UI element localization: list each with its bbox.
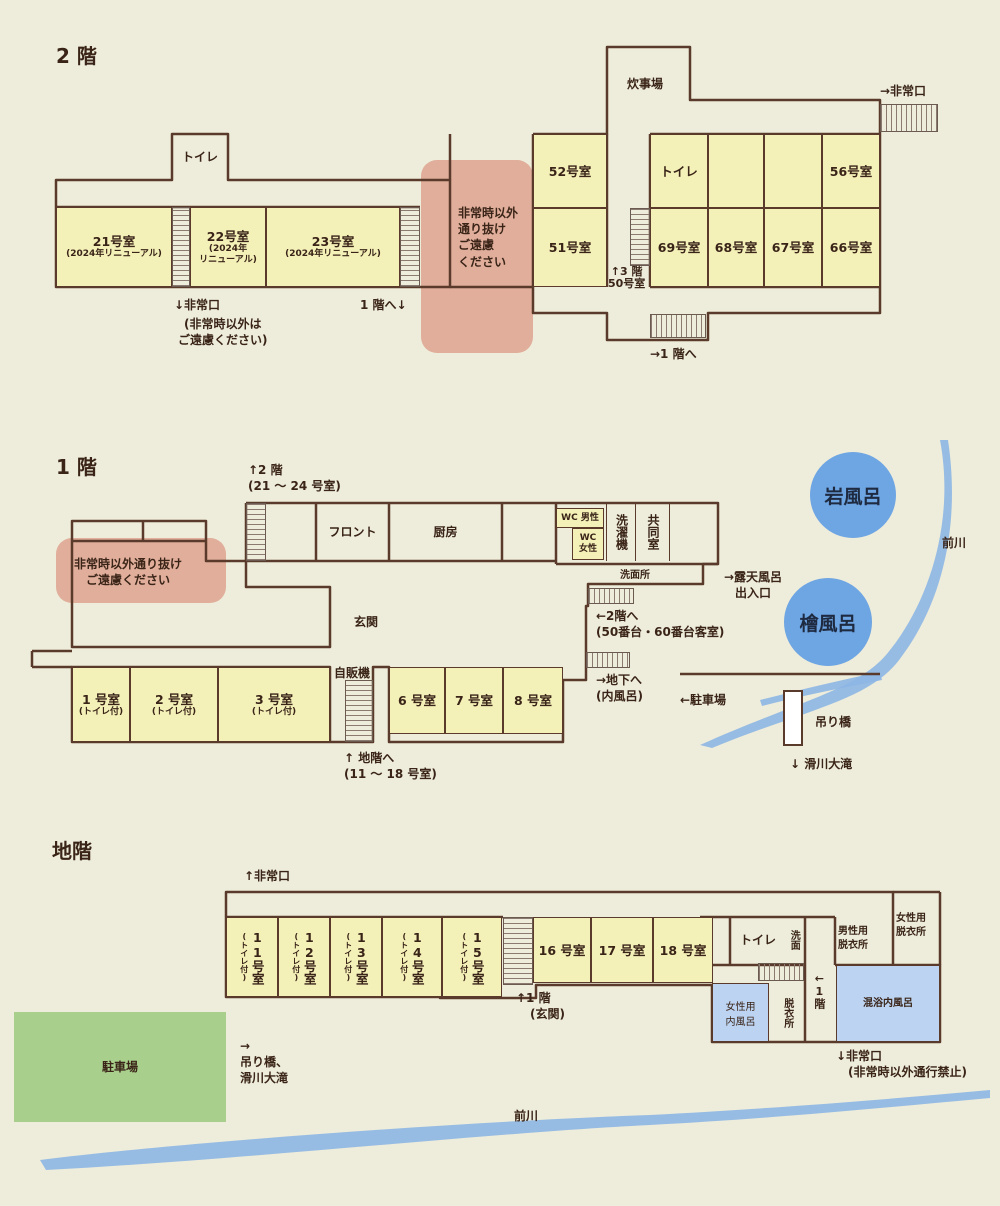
room-2f-blank-1 (708, 134, 764, 208)
room-15: (トイレ付) 15号室 (442, 917, 502, 997)
stairs-2f-to-3f (630, 208, 650, 266)
to-first-floor-b1-label: ↑1 階 (玄関) (516, 991, 565, 1022)
passage-zone-2f (421, 160, 533, 353)
floor-title-1f: 1 階 (56, 455, 97, 479)
mixed-inner-bath: 混浴内風呂 (836, 965, 940, 1042)
room-68: 68号室 (708, 208, 764, 287)
emergency-exit-b1-top: ↑非常口 (244, 869, 291, 883)
kitchen-2f: 炊事場 (627, 77, 664, 91)
room-51: 51号室 (533, 208, 607, 287)
stairs-1f-to-basement-bath (586, 652, 630, 668)
river-label-1f: 前川 (942, 536, 967, 550)
wash-b1: 洗面 (788, 930, 800, 950)
room-3: 3 号室 (トイレ付) (218, 667, 330, 742)
room-66: 66号室 (822, 208, 880, 287)
emergency-exit-b1-bottom: ↓非常口 (非常時以外通行禁止) (836, 1049, 967, 1080)
room-18: 18 号室 (653, 917, 713, 983)
suspension-bridge (783, 690, 803, 746)
room-21: 21号室 (2024年リニューアル) (56, 207, 172, 287)
room-12: (トイレ付) 12号室 (278, 917, 330, 997)
room-23: 23号室 (2024年リニューアル) (266, 207, 400, 287)
women-inner-bath: 女性用 内風呂 (712, 983, 769, 1042)
room-13: (トイレ付) 13号室 (330, 917, 382, 997)
outdoor-bath-entrance-label: →露天風呂 出入口 (724, 570, 783, 601)
wc-men: WC 男性 (556, 508, 604, 528)
room-16: 16 号室 (533, 917, 591, 983)
dressing-room-b1: 脱衣所 (769, 983, 805, 1042)
room-52: 52号室 (533, 134, 607, 208)
iwa-buro-rock-bath: 岩風呂 (810, 452, 896, 538)
emergency-exit-2f-right: →非常口 (880, 84, 927, 98)
stairs-b1-to-1f (503, 917, 533, 985)
floor-title-b1: 地階 (52, 839, 92, 863)
room-11: (トイレ付) 11号室 (226, 917, 278, 997)
stairs-2f-to-1f (400, 207, 420, 287)
stairs-2f-right-to-1f (650, 314, 706, 338)
stairs-1f-to-2f-50s (588, 588, 634, 604)
room-7: 7 号室 (445, 667, 503, 734)
hinoki-buro-cypress-bath: 檜風呂 (784, 578, 872, 666)
room-1: 1 号室 (トイレ付) (72, 667, 130, 742)
toilet-b1: トイレ (739, 932, 776, 947)
vending-machine-label: 自販機 (334, 666, 371, 680)
entrance-label: 玄関 (354, 615, 379, 629)
room-2: 2 号室 (トイレ付) (130, 667, 218, 742)
room-14: (トイレ付) 14号室 (382, 917, 442, 997)
kitchen-1f: 厨房 (433, 524, 458, 539)
to-first-floor-right-label: →1 階へ (650, 347, 697, 361)
room-67: 67号室 (764, 208, 822, 287)
wc-women: WC 女性 (572, 528, 604, 560)
stairs-b1-bath-to-1f (758, 963, 804, 981)
parking-lot: 駐車場 (14, 1012, 226, 1122)
toilet-2f-right: トイレ (650, 134, 708, 208)
parking-arrow-label: ←駐車場 (680, 693, 727, 707)
men-dressing-room: 男性用 脱衣所 (838, 926, 868, 951)
room-2f-blank-2 (764, 134, 822, 208)
to-second-floor-label: ↑2 階 (21 ～ 24 号室) (248, 463, 341, 494)
to-third-floor-label: ↑3 階 50号室 (608, 265, 646, 291)
stairs-2f-exit-right (880, 104, 938, 132)
shared-room: 共同室 (636, 503, 670, 561)
to-bridge-waterfall-label: → 吊り橋、 滑川大滝 (240, 1039, 289, 1086)
passage-notice-1f: 非常時以外通り抜け ご遠慮ください (74, 557, 183, 588)
stairs-1f-to-basement (345, 680, 373, 742)
emergency-exit-2f-left: ↓非常口 (174, 298, 221, 312)
to-2f-50s-60s-label: ←2階へ (50番台・60番台客室) (596, 609, 725, 640)
room-17: 17 号室 (591, 917, 653, 983)
floor-title-2f: 2 階 (56, 44, 97, 68)
to-basement-bath-label: →地下へ (内風呂) (596, 673, 643, 704)
passage-zone-1f (56, 538, 226, 603)
women-dressing-room: 女性用 脱衣所 (896, 913, 926, 938)
room-56: 56号室 (822, 134, 880, 208)
waterfall-label: ↓ 滑川大滝 (790, 757, 853, 771)
washroom-1f: 洗面所 (620, 570, 650, 581)
stairs-1f-to-2f (246, 503, 266, 561)
toilet-2f-top: トイレ (181, 149, 218, 164)
suspension-bridge-label: 吊り橋 (815, 715, 852, 729)
laundry-machine: 洗濯機 (606, 503, 636, 561)
room-6: 6 号室 (389, 667, 445, 734)
passage-notice-2f: 非常時以外 通り抜け ご遠慮 ください (458, 206, 519, 269)
stairs-2f-left (172, 207, 190, 287)
front-desk: フロント (328, 524, 377, 539)
river-lower (40, 1090, 990, 1170)
to-first-floor-label: 1 階へ↓ (360, 298, 407, 312)
river-label-b1: 前川 (514, 1109, 539, 1123)
emergency-exit-2f-note: (非常時以外は ご遠慮ください) (178, 317, 268, 348)
to-first-floor-b1-vertical: ←1階 (812, 972, 826, 1009)
room-8: 8 号室 (503, 667, 563, 734)
room-69: 69号室 (650, 208, 708, 287)
room-22: 22号室 (2024年 リニューアル) (190, 207, 266, 287)
to-basement-label: ↑ 地階へ (11 ～ 18 号室) (344, 751, 437, 782)
river-upper (700, 440, 952, 748)
